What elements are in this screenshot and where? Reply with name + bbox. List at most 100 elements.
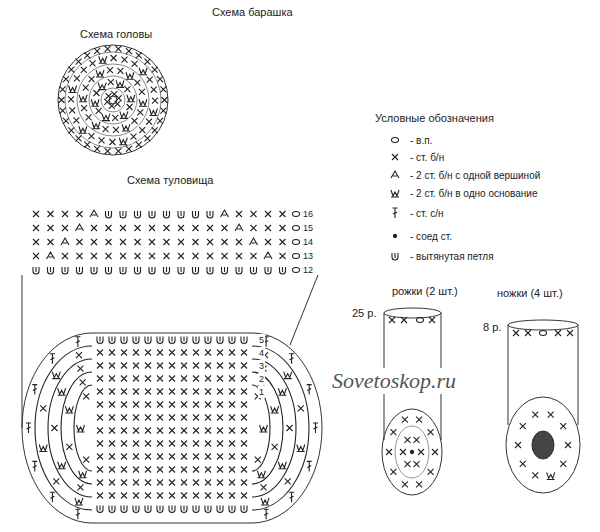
legend-heading: Условные обозначения [375,112,494,125]
inc-symbol [92,122,100,129]
sc-symbol [109,363,115,369]
sc-symbol [97,376,103,382]
inc-symbol [120,111,128,118]
sc-symbol [229,454,235,460]
sc-symbol [121,480,127,486]
dc-symbol [75,509,80,519]
loop-symbol [48,267,54,274]
sc-symbol [68,67,74,73]
inc-symbol [278,462,286,469]
loop-symbol [217,506,223,513]
sc-symbol [33,225,39,231]
loop-symbol [207,267,213,274]
head-ring [101,88,125,112]
loop-symbol [280,267,286,274]
loop-symbol [169,506,175,513]
sc-symbol [146,119,152,125]
sc-symbol [145,480,151,486]
sc-symbol [86,114,92,120]
sc-symbol [62,253,68,259]
sc-symbol [405,461,411,467]
row-count: 8 р. [483,321,501,334]
row-number: 15 [303,222,313,234]
sc-symbol [181,415,187,421]
sc-symbol [109,441,115,447]
sc-symbol [109,454,115,460]
sc-symbol [287,425,293,431]
leg-side [578,325,579,425]
sc-symbol [193,376,199,382]
sc-symbol [164,253,170,259]
sc-symbol [133,480,139,486]
chart-title: Схема туловища [127,174,213,187]
sc-symbol [207,239,213,245]
legend-text: - ст. с/н [410,207,443,220]
sc-symbol [33,253,39,259]
horn-top [384,308,441,318]
inc-symbol [122,124,130,131]
sc-symbol [139,89,145,95]
guide-line [290,275,318,345]
sc-symbol [565,442,571,448]
sc-symbol [428,469,434,475]
sc-symbol [144,135,150,141]
sc-symbol [193,350,199,356]
guide-line [22,275,23,428]
sc-symbol [97,415,103,421]
sc-symbol [145,467,151,473]
sc-symbol [205,454,211,460]
sc-symbol [121,415,127,421]
sc-symbol [251,211,257,217]
sc-symbol [116,95,122,101]
dc-symbol [307,385,312,395]
sc-symbol [217,428,223,434]
sc-symbol [169,415,175,421]
sc-symbol [160,108,166,114]
sc-symbol [121,376,127,382]
sc-symbol [136,52,142,58]
inc-symbol [98,83,106,90]
sc-symbol [548,412,554,418]
sc-symbol [405,437,411,443]
sc-symbol [157,118,163,124]
sc-symbol [390,469,396,475]
sc-symbol [217,441,223,447]
sc-symbol [157,480,163,486]
sc-symbol [136,142,142,148]
sc-symbol [121,454,127,460]
sc-symbol [59,97,65,103]
loop-symbol [120,211,126,218]
inc-symbol [65,406,73,413]
dc-symbol [313,423,318,433]
sc-symbol [121,350,127,356]
sc-symbol [555,330,561,336]
loop-symbol [133,337,139,344]
sc-symbol [193,363,199,369]
leg-side [508,325,509,425]
row-number: 16 [303,208,313,220]
loop-symbol [251,267,257,274]
sc-symbol [164,239,170,245]
loop-symbol [62,267,68,274]
sc-symbol [160,86,166,92]
loop-symbol [109,506,115,513]
sc-symbol [205,376,211,382]
sc-symbol [76,135,82,141]
sc-symbol [145,376,151,382]
sc-symbol [520,423,526,429]
sc-symbol [152,98,158,104]
loop-symbol [265,267,271,274]
sc-symbol [97,467,103,473]
sc-symbol [236,239,242,245]
sc-symbol [169,389,175,395]
sc-symbol [222,253,228,259]
inc-symbol [139,68,147,75]
sc-symbol [157,415,163,421]
sc-symbol [48,225,54,231]
sc-symbol [567,330,573,336]
sc-symbol [114,101,120,107]
loop-symbol [121,506,127,513]
row-number: 4 [258,347,265,359]
sc-symbol [83,393,89,399]
inc-symbol [99,56,107,63]
